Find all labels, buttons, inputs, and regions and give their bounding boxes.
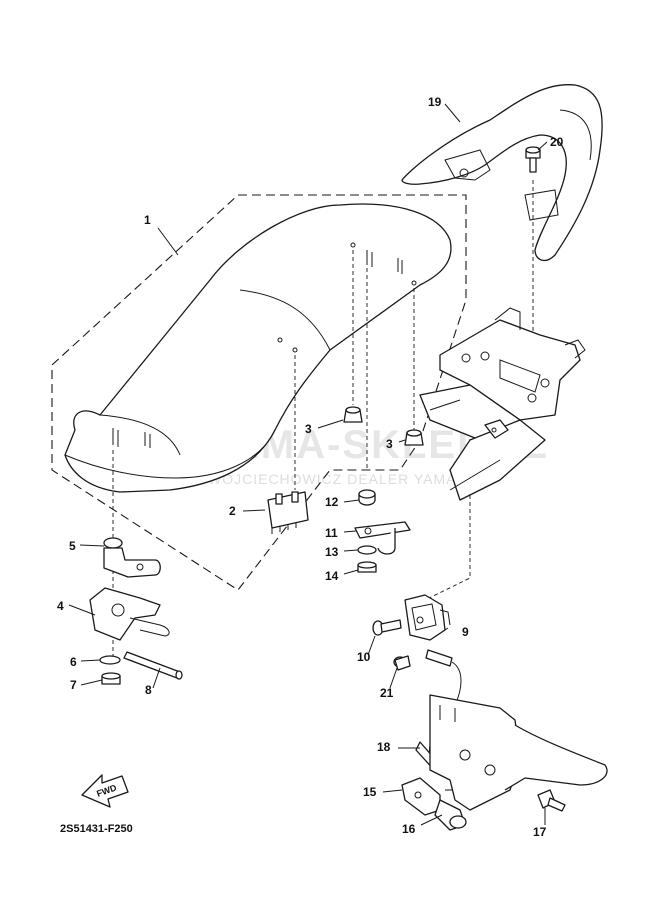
callout-19[interactable]: 19 bbox=[428, 95, 442, 109]
callout-2[interactable]: 2 bbox=[229, 504, 236, 518]
damper-part-3a[interactable] bbox=[343, 406, 363, 423]
screw-part-10[interactable] bbox=[372, 619, 402, 636]
callout-18[interactable]: 18 bbox=[377, 740, 391, 754]
grab-bar-part-19[interactable] bbox=[401, 84, 603, 262]
callout-leaders bbox=[68, 103, 548, 826]
hook-part-5[interactable] bbox=[103, 537, 161, 578]
bracket-part-15[interactable] bbox=[401, 777, 441, 816]
damper-part-3b[interactable] bbox=[404, 429, 424, 446]
callout-4[interactable]: 4 bbox=[57, 599, 64, 613]
callout-10[interactable]: 10 bbox=[357, 650, 371, 664]
callout-16[interactable]: 16 bbox=[402, 822, 416, 836]
bracket-part-4[interactable] bbox=[89, 587, 170, 641]
bolt-part-17[interactable] bbox=[537, 789, 566, 812]
nut-part-14[interactable] bbox=[357, 561, 377, 573]
clamp-part-21[interactable] bbox=[393, 655, 411, 671]
watermark-subtext: WOJCIECHOWICZ DEALER YAMAHA bbox=[208, 471, 478, 487]
callout-15[interactable]: 15 bbox=[363, 785, 377, 799]
callout-21[interactable]: 21 bbox=[380, 686, 394, 700]
callout-3a[interactable]: 3 bbox=[305, 422, 312, 436]
washer-part-6[interactable] bbox=[99, 655, 121, 665]
washer-part-13[interactable] bbox=[357, 545, 377, 555]
callout-8[interactable]: 8 bbox=[145, 683, 152, 697]
bracket-part-11[interactable] bbox=[354, 521, 411, 555]
shaft-part-8[interactable] bbox=[123, 651, 183, 680]
callout-7[interactable]: 7 bbox=[70, 678, 77, 692]
lock-cylinder-part-16[interactable] bbox=[434, 789, 467, 831]
callout-numbers: 1 2 3 3 4 5 6 7 8 9 10 11 12 13 14 15 16… bbox=[57, 95, 564, 839]
rear-frame bbox=[419, 307, 586, 501]
callout-3b[interactable]: 3 bbox=[386, 437, 393, 451]
callout-12[interactable]: 12 bbox=[325, 495, 339, 509]
grommet-part-12[interactable] bbox=[358, 489, 376, 506]
damper-block-part-2[interactable] bbox=[267, 491, 309, 534]
callout-13[interactable]: 13 bbox=[325, 545, 339, 559]
callout-5[interactable]: 5 bbox=[69, 539, 76, 553]
side-cover-bracket bbox=[429, 694, 608, 811]
diagram-code: 2S51431-F250 bbox=[60, 823, 133, 835]
callout-6[interactable]: 6 bbox=[70, 655, 77, 669]
seat-assembly-boundary bbox=[51, 194, 467, 591]
callout-9[interactable]: 9 bbox=[462, 625, 469, 639]
callout-1[interactable]: 1 bbox=[144, 213, 151, 227]
seat-lock-part-9[interactable] bbox=[404, 594, 451, 641]
callout-11[interactable]: 11 bbox=[325, 526, 338, 540]
seat-part-1[interactable] bbox=[64, 203, 452, 493]
callout-14[interactable]: 14 bbox=[325, 569, 339, 583]
callout-17[interactable]: 17 bbox=[533, 825, 547, 839]
callout-20[interactable]: 20 bbox=[550, 135, 564, 149]
bolt-part-20[interactable] bbox=[525, 146, 541, 173]
forward-direction-arrow: FWD bbox=[81, 774, 129, 808]
nut-part-7[interactable] bbox=[101, 672, 121, 685]
